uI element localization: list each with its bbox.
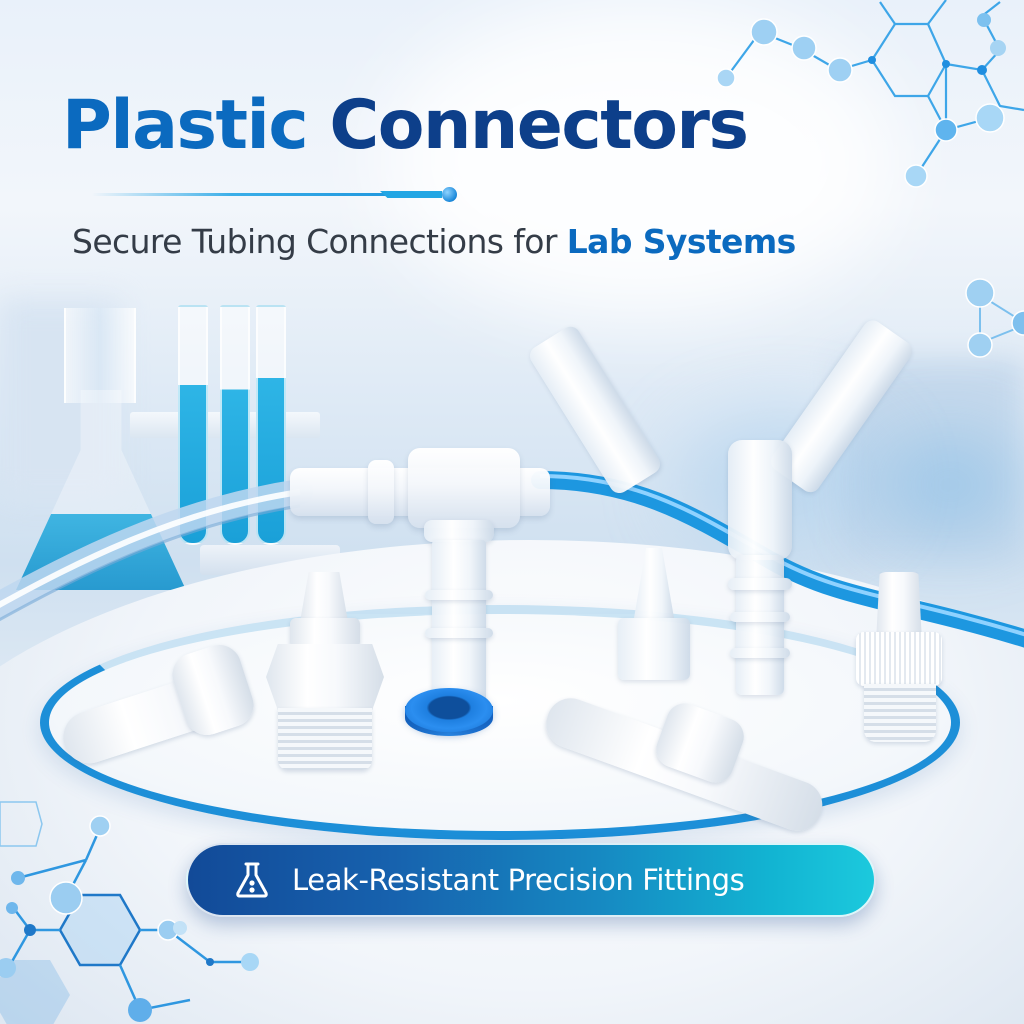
- threaded-cap-knurl: [856, 632, 942, 686]
- tee-connector-barb: [425, 590, 493, 600]
- tee-connector-barb: [425, 628, 493, 638]
- title-word-connectors: Connectors: [329, 86, 749, 165]
- title-underline-segment: [380, 191, 442, 198]
- background-glow: [880, 440, 1020, 530]
- threaded-adapter-hex: [266, 644, 384, 710]
- subtitle: Secure Tubing Connections for Lab System…: [72, 222, 972, 261]
- molecule-decoration-bottom-left: [0, 801, 259, 1024]
- flask-neck: [64, 308, 136, 403]
- y-connector-barb: [730, 648, 790, 658]
- y-connector-barb: [730, 612, 790, 622]
- tee-connector-collar: [368, 460, 394, 524]
- threaded-cap-tip: [876, 572, 922, 642]
- molecule-decoration-top-right: [716, 0, 1024, 188]
- y-connector-junction: [728, 440, 792, 560]
- tee-connector-stem: [432, 540, 486, 702]
- threaded-adapter-threads: [278, 708, 372, 770]
- blue-locking-ring: [405, 688, 493, 732]
- subtitle-highlight: Lab Systems: [566, 222, 797, 261]
- threaded-adapter-collar: [290, 618, 360, 648]
- feature-banner: Leak-Resistant Precision Fittings: [186, 843, 876, 917]
- tee-connector-collar: [424, 520, 494, 542]
- tee-connector-junction: [408, 448, 520, 528]
- tapered-luer-base: [618, 618, 690, 680]
- flask-icon: [236, 862, 268, 898]
- title-word-plastic: Plastic: [62, 86, 309, 165]
- threaded-adapter-tip: [300, 572, 348, 622]
- page-title: Plastic Connectors: [62, 92, 962, 160]
- threaded-cap-threads: [864, 684, 936, 742]
- banner-label: Leak-Resistant Precision Fittings: [292, 863, 745, 897]
- title-underline-accent: [92, 193, 442, 196]
- molecule-decoration-mid-right: [965, 278, 1024, 358]
- y-connector-stem: [736, 555, 784, 695]
- subtitle-text: Secure Tubing Connections for: [72, 222, 567, 261]
- y-connector-barb: [728, 578, 792, 590]
- title-underline-dot: [442, 187, 457, 202]
